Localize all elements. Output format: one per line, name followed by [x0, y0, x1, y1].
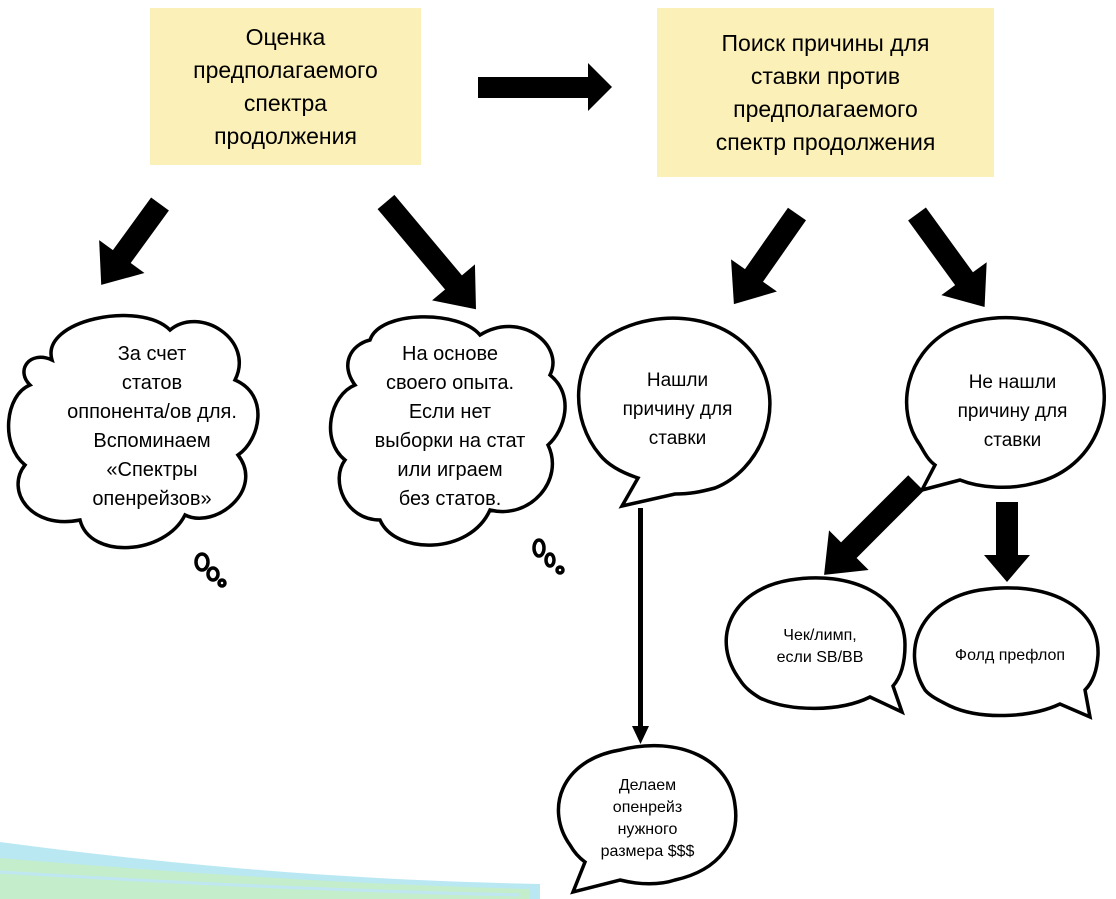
thought-cloud-stats: [6, 313, 260, 588]
speech-bubble-open-raise-text: Делаем опенрейз нужного размера $$$: [600, 777, 695, 860]
speech-bubble-found: [576, 316, 772, 509]
estimate-range-box-text: Оценка предполагаемого спектра продолжен…: [193, 23, 378, 149]
speech-bubble-open-raise: [556, 744, 738, 895]
search-reason-box-text: Поиск причины для ставки против предпола…: [715, 29, 936, 155]
arrow-to-check-limp: [824, 475, 924, 575]
speech-bubble-found-text: Нашли причину для ставки: [622, 369, 733, 449]
decorative-swoosh: [0, 842, 540, 899]
arrow-to-not-found-bubble: [908, 207, 987, 308]
thought-cloud-experience-text: На основе своего опыта. Если нет выборки…: [374, 343, 526, 510]
arrow-to-fold: [984, 502, 1030, 582]
arrow-to-stats-cloud: [99, 197, 169, 285]
arrow-to-open-raise: [632, 508, 649, 744]
thought-cloud-stats-text: За счет статов оппонента/ов для. Вспомин…: [67, 343, 237, 510]
arrow-to-found-bubble: [731, 207, 807, 305]
search-reason-box: [657, 8, 994, 177]
speech-bubble-not-found-text: Не нашли причину для ставки: [957, 371, 1068, 451]
arrow-estimate-to-search: [478, 63, 612, 111]
speech-bubble-fold-text: Фолд префлоп: [954, 647, 1066, 664]
thought-cloud-experience: [328, 315, 567, 575]
speech-bubble-fold: [912, 586, 1100, 720]
estimate-range-box: [150, 8, 421, 165]
speech-bubble-check-limp-text: Чек/лимп, если SB/BB: [776, 627, 864, 666]
arrow-to-experience-cloud: [377, 194, 476, 310]
speech-bubble-not-found: [904, 316, 1106, 493]
speech-bubble-check-limp: [724, 576, 907, 716]
